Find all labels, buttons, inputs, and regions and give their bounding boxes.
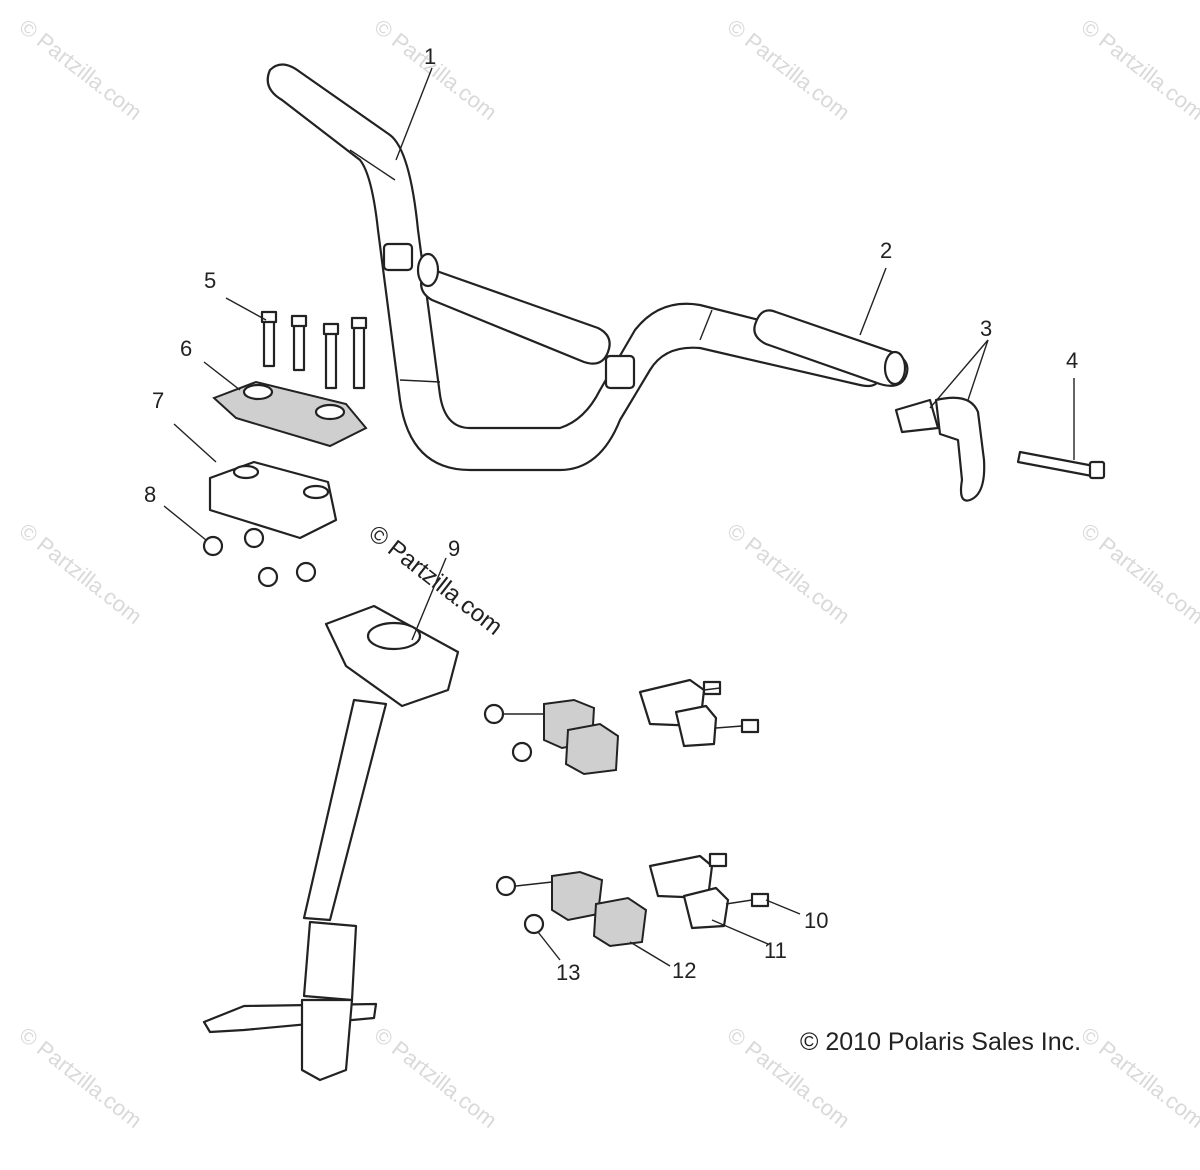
callout-leader xyxy=(929,339,989,409)
bolt-part xyxy=(1016,450,1106,480)
callout-leader xyxy=(711,919,769,945)
copyright-notice: © 2010 Polaris Sales Inc. xyxy=(800,1028,1082,1056)
grip-part xyxy=(753,309,909,387)
callout-leader xyxy=(537,931,561,961)
callout-leader xyxy=(203,361,241,391)
callout-leader xyxy=(411,557,447,641)
callout-12: 12 xyxy=(672,958,697,983)
nuts-part xyxy=(202,527,317,588)
clamp-set-lower xyxy=(495,852,770,948)
callout-2: 2 xyxy=(880,238,893,263)
callout-11: 11 xyxy=(764,938,787,963)
callout-7: 7 xyxy=(152,388,165,413)
callout-leader xyxy=(859,267,887,336)
callout-1: 1 xyxy=(424,44,437,69)
callout-9: 9 xyxy=(448,536,461,561)
callout-6: 6 xyxy=(180,336,193,361)
callout-3: 3 xyxy=(980,316,993,341)
callout-leader xyxy=(629,941,671,967)
callout-8: 8 xyxy=(144,482,157,507)
callout-leader xyxy=(967,339,989,401)
lower-clamp-part xyxy=(208,460,338,540)
throttle-part xyxy=(894,396,986,502)
steering-post-part xyxy=(202,604,460,1082)
upper-clamp-part xyxy=(212,380,368,448)
callout-4: 4 xyxy=(1066,348,1079,373)
callout-leader xyxy=(163,505,207,541)
callout-leader xyxy=(225,297,267,321)
callout-10: 10 xyxy=(804,908,829,933)
clamp-set-upper xyxy=(483,678,760,776)
callout-leader xyxy=(765,899,801,915)
handlebar-part xyxy=(266,63,882,472)
callout-leader xyxy=(395,67,433,161)
callout-13: 13 xyxy=(556,960,581,985)
callout-leader xyxy=(173,423,217,463)
callout-5: 5 xyxy=(204,268,217,293)
bolts-part xyxy=(260,310,368,390)
